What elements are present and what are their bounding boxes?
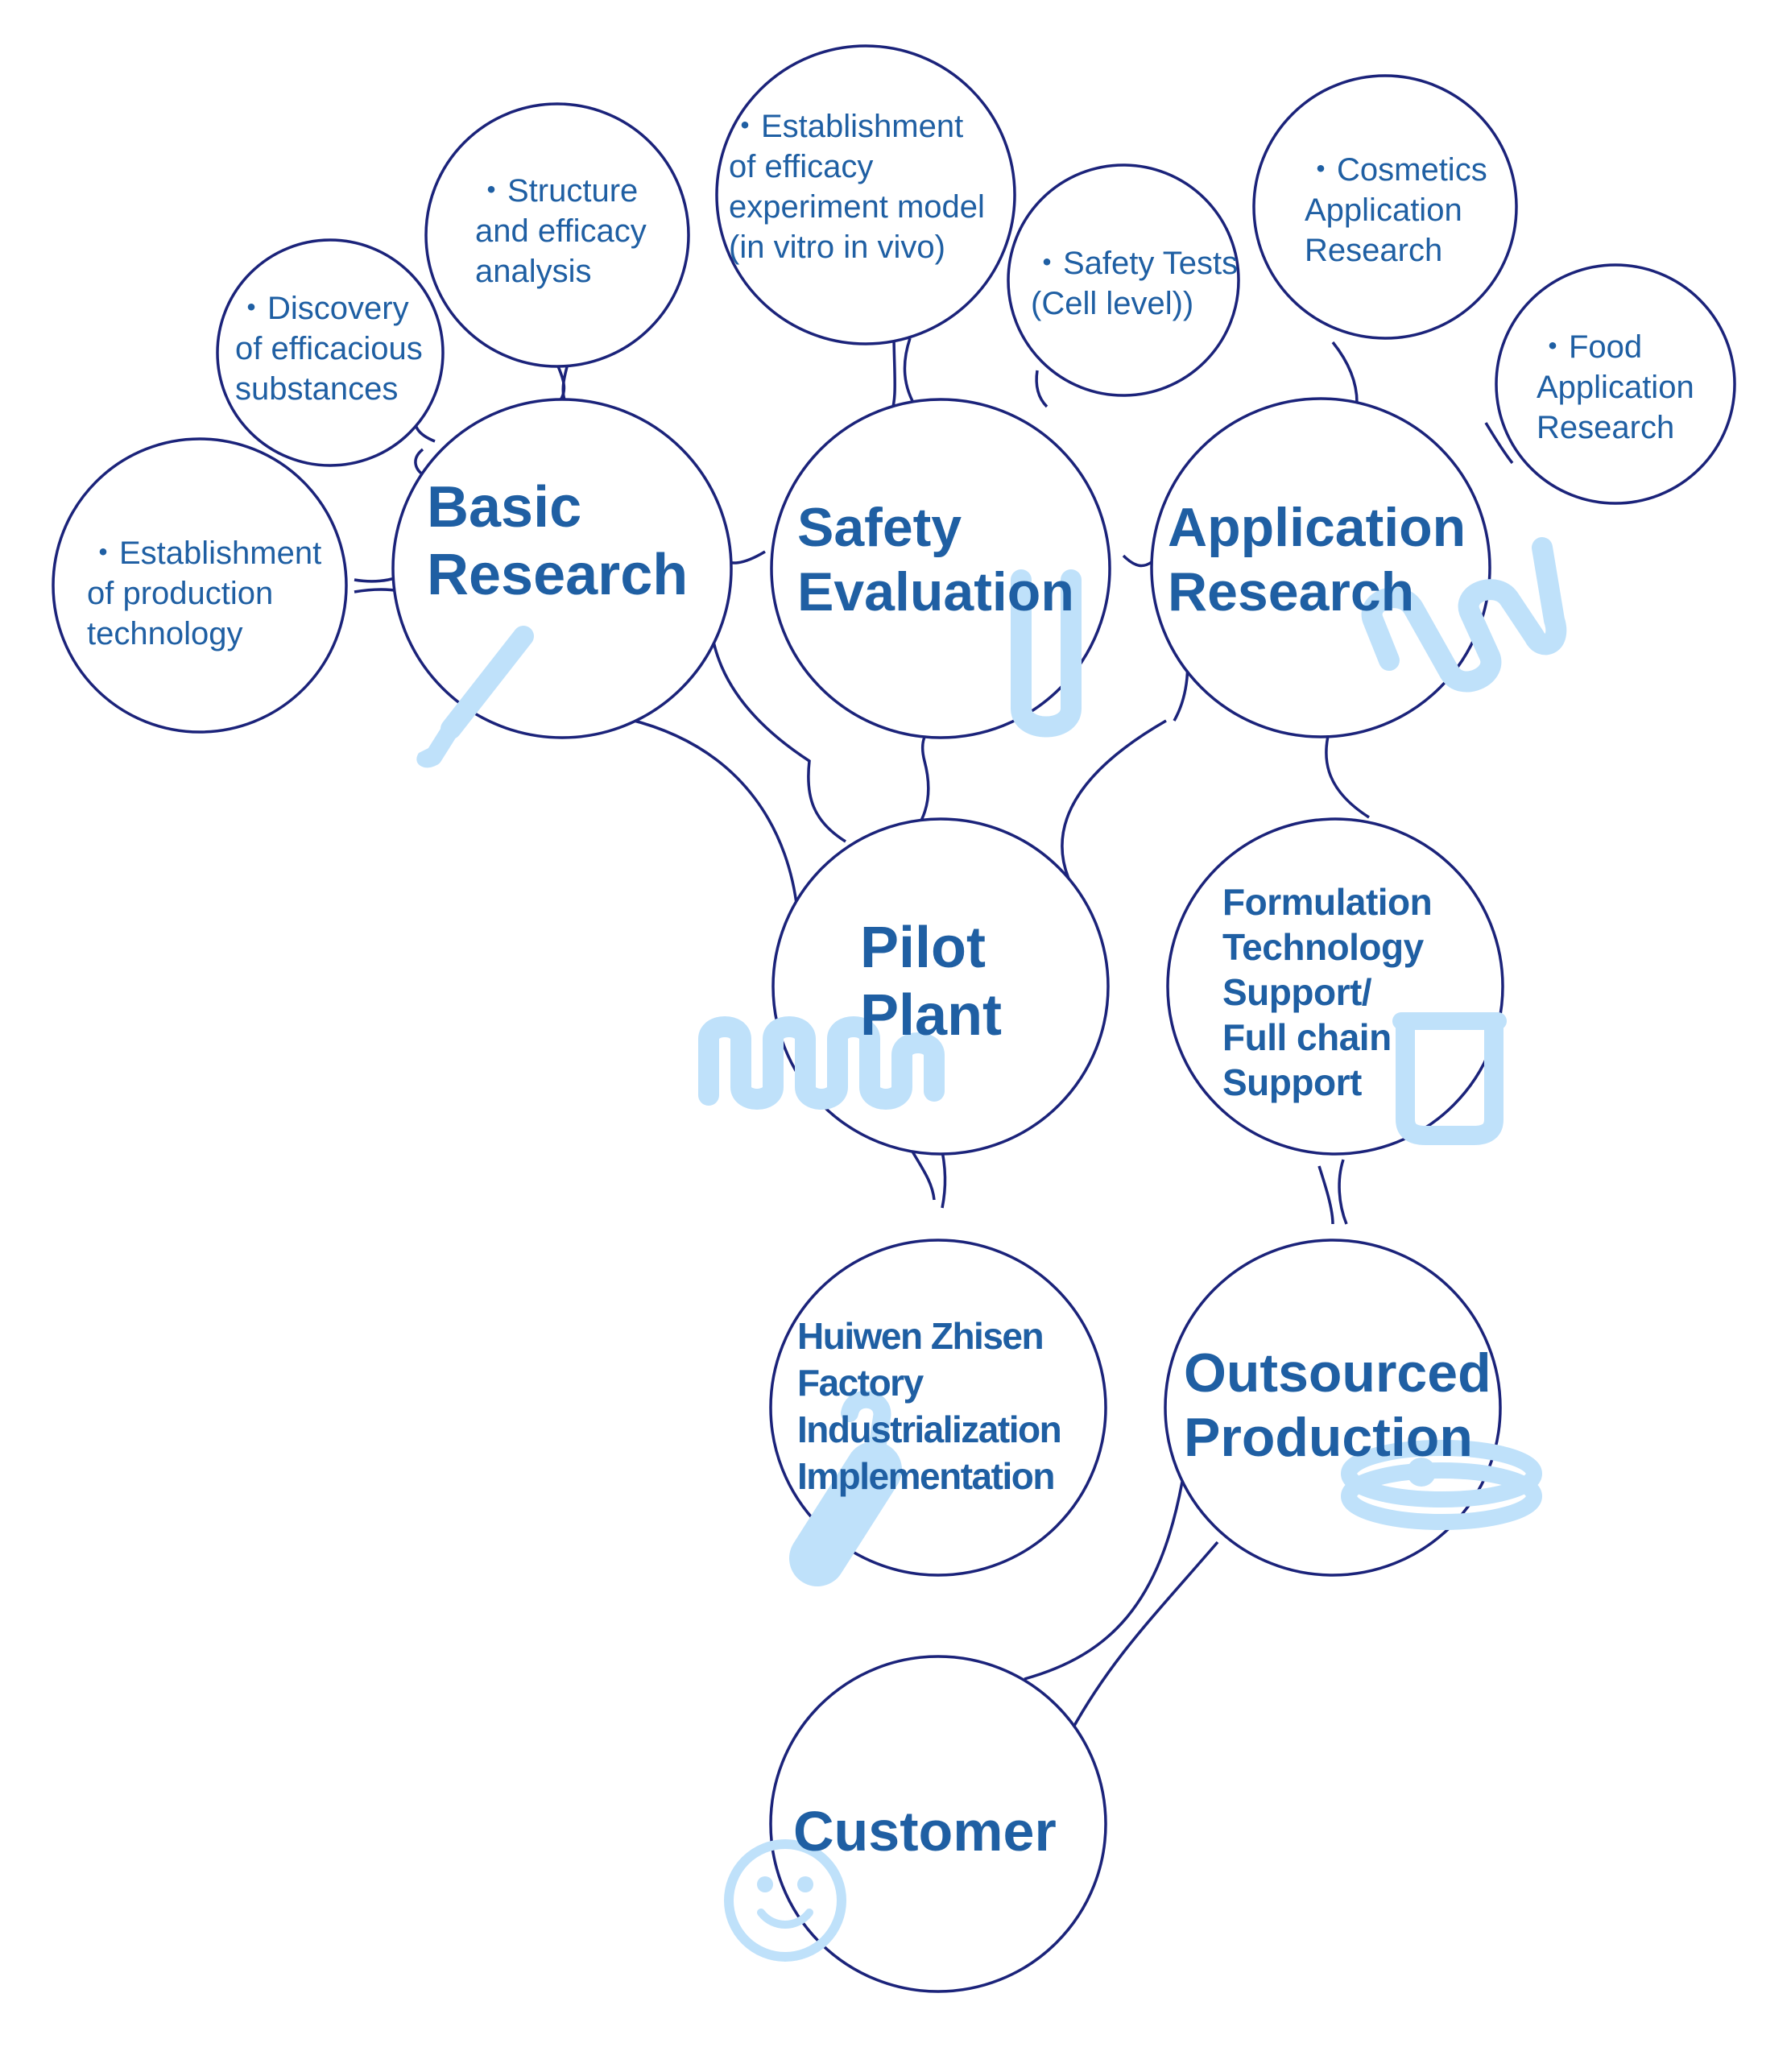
node-label-line: Customer: [793, 1800, 1057, 1863]
bubble-formulation-support: [1166, 817, 1504, 1156]
bubble-basic-research: [391, 398, 733, 739]
detail-line: Application: [1537, 370, 1694, 405]
bubble-safety-tests: [1007, 163, 1240, 397]
node-label-line: Evaluation: [797, 561, 1074, 622]
bubble-food-research: [1495, 263, 1736, 505]
detail-line: of efficacy: [729, 149, 874, 184]
node-label-line: Technology: [1222, 926, 1424, 968]
node-label-line: Industrialization: [797, 1408, 1062, 1450]
detail-line: ・Food: [1537, 329, 1643, 365]
bubble-application-research: [1150, 397, 1491, 738]
detail-efficacious-substances: ・Discovery of efficacious substances: [235, 288, 423, 409]
node-factory: Huiwen Zhisen Factory Industrialization …: [797, 1313, 1062, 1499]
bubble-pilot-plant: [771, 817, 1110, 1156]
detail-line: (Cell level)): [1031, 286, 1194, 321]
node-pilot-plant: Pilot Plant: [860, 914, 1002, 1049]
detail-line: analysis: [475, 254, 592, 289]
node-label-line: Support/: [1222, 971, 1372, 1013]
node-label-line: Application: [1168, 497, 1466, 558]
node-label-line: Outsourced: [1184, 1342, 1491, 1404]
node-label-line: Pilot: [860, 916, 986, 980]
node-label-line: Research: [427, 543, 689, 607]
beaker-icon: [1392, 1012, 1507, 1145]
node-label-line: Factory: [797, 1362, 924, 1404]
detail-line: ・Establishment: [87, 536, 322, 571]
detail-line: ・Establishment: [729, 109, 964, 144]
bubble-structure-efficacy: [424, 102, 690, 368]
node-label-line: Research: [1168, 561, 1415, 622]
node-application-research: Application Research: [1168, 495, 1466, 624]
bubble-efficacious-substances: [216, 238, 445, 467]
detail-structure-efficacy: ・Structure and efficacy analysis: [475, 171, 647, 292]
detail-line: Research: [1537, 410, 1675, 445]
detail-line: ・Structure: [475, 173, 639, 209]
detail-efficacy-model: ・Establishment of efficacy experiment mo…: [729, 106, 985, 267]
detail-line: of production: [87, 576, 274, 611]
detail-safety-tests: ・Safety Tests (Cell level)): [1031, 243, 1238, 324]
node-label-line: Formulation: [1222, 881, 1433, 923]
zigzag-tube-icon: [698, 1016, 945, 1110]
node-label-line: Basic: [427, 475, 582, 540]
detail-line: (in vitro in vivo): [729, 230, 945, 265]
bubble-efficacy-model: [715, 44, 1016, 345]
detail-production-technology: ・Establishment of production technology: [87, 533, 321, 654]
detail-cosmetics-research: ・Cosmetics Application Research: [1305, 150, 1487, 271]
node-label-line: Safety: [797, 497, 962, 558]
node-customer: Customer: [793, 1797, 1057, 1865]
node-safety-evaluation: Safety Evaluation: [797, 495, 1074, 624]
bubble-customer: [769, 1655, 1107, 1993]
node-label-line: Production: [1184, 1407, 1473, 1468]
detail-line: technology: [87, 616, 243, 651]
node-basic-research: Basic Research: [427, 474, 688, 609]
capsule-tube-icon: [789, 1390, 902, 1586]
pipette-icon: [416, 626, 534, 768]
detail-line: experiment model: [729, 189, 985, 225]
detail-line: substances: [235, 371, 399, 407]
detail-food-research: ・Food Application Research: [1537, 327, 1694, 448]
node-label-line: Support: [1222, 1061, 1362, 1103]
petri-dish-icon: [1341, 1440, 1542, 1530]
smiley-icon: [724, 1839, 846, 1962]
detail-line: ・Discovery: [235, 291, 409, 326]
node-formulation-support: Formulation Technology Support/ Full cha…: [1222, 879, 1433, 1105]
node-outsourced-production: Outsourced Production: [1184, 1341, 1491, 1470]
coil-icon: [1361, 537, 1567, 693]
detail-line: ・Safety Tests: [1031, 246, 1239, 281]
node-label-line: Plant: [860, 983, 1003, 1048]
detail-line: Application: [1305, 192, 1462, 228]
bubble-production-technology: [52, 437, 348, 734]
node-label-line: Implementation: [797, 1455, 1055, 1497]
node-label-line: Huiwen Zhisen: [797, 1315, 1044, 1357]
detail-line: and efficacy: [475, 213, 647, 249]
detail-line: of efficacious: [235, 331, 423, 366]
test-tube-icon: [1011, 569, 1082, 738]
node-label-line: Full chain: [1222, 1016, 1392, 1058]
detail-line: ・Cosmetics: [1305, 152, 1487, 188]
bubble-cosmetics-research: [1252, 74, 1518, 340]
detail-line: Research: [1305, 233, 1443, 268]
